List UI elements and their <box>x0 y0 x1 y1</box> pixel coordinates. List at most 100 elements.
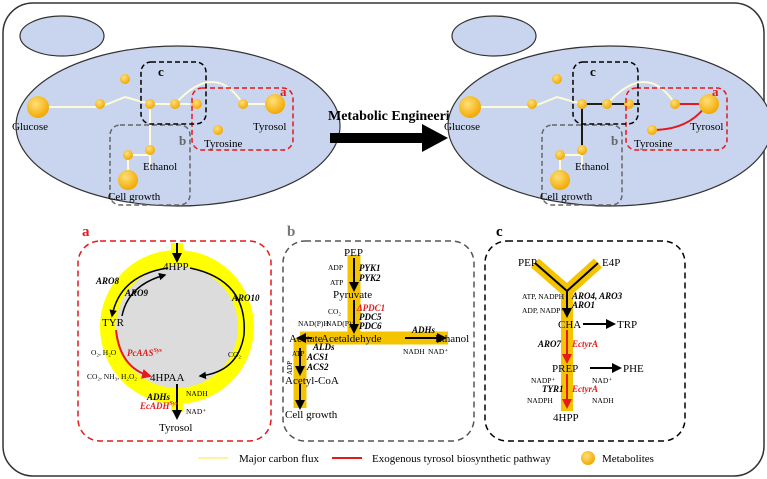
panel-a: a 4HPP TYR 4HPAA Tyrosol ARO8 ARO9 ARO10… <box>77 224 272 442</box>
metabolite-acetate: Acetate <box>289 333 323 345</box>
enzyme-adhs: ADHs <box>146 392 171 402</box>
label-glucose: Glucose <box>444 121 480 133</box>
metabolite-dot <box>238 99 248 109</box>
arc-aro10 <box>189 267 245 380</box>
enzyme-aro10: ARO10 <box>231 293 260 303</box>
box-a-left <box>191 87 294 151</box>
enzyme-aro9: ARO9 <box>124 288 149 298</box>
line-pep <box>534 262 568 292</box>
enzyme-aro1: ARO1 <box>571 300 595 310</box>
metabolite-cell-growth: Cell growth <box>285 409 338 421</box>
line-e4p <box>566 262 599 292</box>
box-c-label: c <box>590 64 596 79</box>
label-ethanol: Ethanol <box>143 161 177 173</box>
enzyme-adhs: ADHs <box>411 325 436 335</box>
metabolite-dot <box>647 125 657 135</box>
metabolite-dot <box>145 145 155 155</box>
enzyme-pyk1: PYK1 <box>359 263 381 273</box>
metabolite-dot <box>602 99 612 109</box>
box-a-label: a <box>712 84 719 99</box>
metabolite-dot <box>213 125 223 135</box>
cofactor-co2: CO₂ <box>328 307 341 316</box>
box-b-label: b <box>611 133 618 148</box>
enzyme-pcaas-name: PcAAS <box>127 348 154 358</box>
metabolite-4hpp: 4HPP <box>553 412 579 424</box>
metabolite-phe: PHE <box>623 363 644 375</box>
metabolite-dot <box>120 74 130 84</box>
enzyme-pyk2: PYK2 <box>359 273 381 283</box>
cell-left-bud <box>19 15 105 57</box>
metabolite-tyrosol: Tyrosol <box>159 422 192 434</box>
cofactor-co2-right: CO₂ <box>228 350 241 359</box>
cofactor-nadp: NAD(P)⁺ <box>326 319 355 328</box>
metabolite-acetyl-coa: Acetyl-CoA <box>285 375 339 387</box>
enzyme-ectyra-2: EctyrA <box>571 384 598 394</box>
metabolic-engineering-arrow: Metabolic Engineering <box>328 109 465 152</box>
enzyme-pdc1: ΔPDC1 <box>356 303 385 313</box>
label-ethanol: Ethanol <box>575 161 609 173</box>
metabolite-dot <box>27 96 49 118</box>
metabolite-dot <box>670 99 680 109</box>
enzyme-aro4: ARO4, ARO3 <box>571 291 623 301</box>
cofactor-nadh: NADH <box>186 389 208 398</box>
enzyme-acs2: ACS2 <box>306 362 329 372</box>
label-tyrosol: Tyrosol <box>253 121 286 133</box>
label-tyrosol: Tyrosol <box>690 121 723 133</box>
cell-left: a b c Glucose Tyrosol Tyrosine Ethanol C… <box>12 15 341 207</box>
cell-right-body <box>447 45 767 207</box>
cofactor-nadh: NADH <box>592 396 614 405</box>
cofactor-nad: NAD⁺ <box>428 347 448 356</box>
box-b-right <box>541 124 623 206</box>
cell-left-body <box>15 45 341 207</box>
enzyme-aro7: ARO7 <box>537 339 562 349</box>
metabolite-pyruvate: Pyruvate <box>333 289 372 301</box>
arc-pcaas <box>115 329 152 379</box>
cofactor-nadp: NADP⁺ <box>531 376 555 385</box>
metabolite-ethanol: Ethanol <box>435 333 469 345</box>
metabolite-prep: PREP <box>552 363 578 375</box>
panel-c-letter: c <box>496 224 503 240</box>
enzyme-ecadh-sup: Sys <box>170 401 179 407</box>
metabolite-e4p: E4P <box>602 257 620 269</box>
legend-metabolite-label: Metabolites <box>602 453 654 465</box>
legend-metabolite-swatch <box>581 451 595 465</box>
metabolite-4hpaa: 4HPAA <box>150 372 184 384</box>
box-b-label: b <box>179 133 186 148</box>
enzyme-alds: ALDs <box>312 342 335 352</box>
box-c-label: c <box>158 64 164 79</box>
label-cell-growth: Cell growth <box>108 191 161 203</box>
box-c-left <box>140 61 207 125</box>
metabolite-dot <box>123 150 133 160</box>
metabolite-cha: CHA <box>558 319 581 331</box>
metabolite-dot <box>550 170 570 190</box>
metabolite-acetaldehyde: Acetaldehyde <box>321 333 382 345</box>
legend-exogenous-label: Exogenous tyrosol biosynthetic pathway <box>372 453 551 465</box>
box-c-right <box>572 61 639 125</box>
panel-c: c PEP E4P CHA TRP PREP PHE 4HPP ARO4, AR… <box>484 224 686 442</box>
enzyme-pdc6: PDC6 <box>359 321 382 331</box>
cofactor-atp: ATP, NADPH <box>522 292 565 301</box>
metabolite-pep: PEP <box>518 257 537 269</box>
metabolite-dot <box>555 150 565 160</box>
cofactor-nadph: NAD(P)H <box>298 319 329 328</box>
panel-a-letter: a <box>82 224 90 240</box>
label-tyrosine: Tyrosine <box>634 138 672 150</box>
cofactor-nad: NAD⁺ <box>186 407 206 416</box>
metabolite-dot <box>577 145 587 155</box>
box-a-right <box>625 87 728 151</box>
enzyme-pcaas-sup: Sys <box>154 348 163 354</box>
arrow-title: Metabolic Engineering <box>328 109 465 124</box>
enzyme-pdc5: PDC5 <box>359 312 382 322</box>
cofactor-atp: ATP <box>330 278 343 287</box>
arrow-shape <box>330 124 448 152</box>
cofactor-o2: O₂, H₂O <box>91 348 117 357</box>
metabolite-dot <box>95 99 105 109</box>
panel-b-box <box>282 240 475 442</box>
metabolite-dot <box>170 99 180 109</box>
enzyme-ectyra-1: EctyrA <box>571 339 598 349</box>
cell-right-bud <box>451 15 537 57</box>
box-b-left <box>109 124 191 206</box>
enzyme-ecadh-name: EcADH <box>139 401 171 411</box>
metabolite-tyr: TYR <box>102 317 125 329</box>
